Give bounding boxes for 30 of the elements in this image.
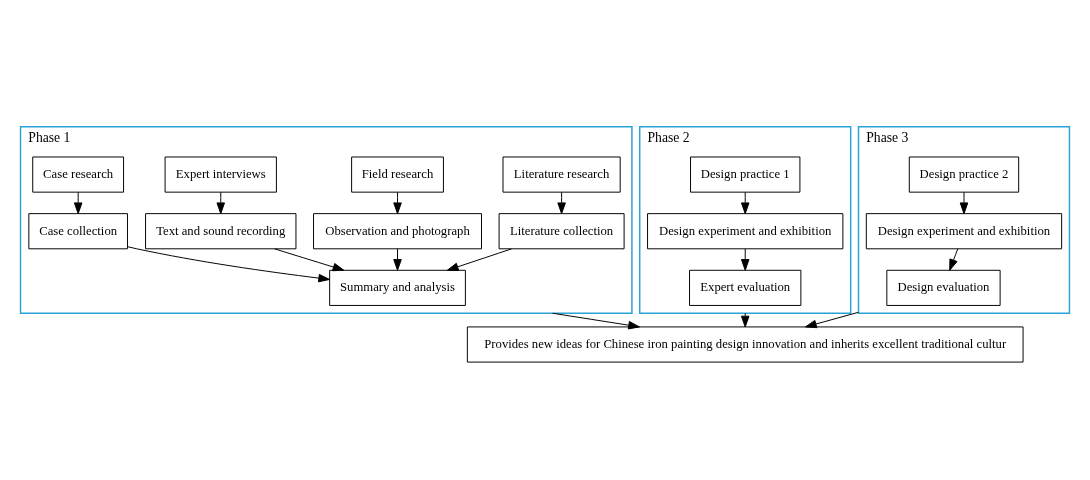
node-box: Case collection	[28, 212, 128, 249]
arrow	[393, 191, 402, 214]
node-box: Summary and analysis	[329, 269, 466, 306]
arrow	[446, 247, 512, 271]
node-box: Provides new ideas for Chinese iron painting design innovation and inherits excellent traditional cultur	[466, 325, 1024, 363]
node-box: Design evaluation	[886, 269, 1001, 306]
node-box: Literature collection	[498, 212, 625, 249]
node-box: Text and sound recording	[145, 212, 297, 249]
node-box: Design practice 1	[690, 156, 801, 193]
node-box: Observation and photograph	[313, 212, 482, 249]
node-box: Expert interviews	[164, 156, 277, 193]
arrow	[274, 247, 345, 271]
arrow	[557, 191, 566, 214]
arrow	[393, 247, 402, 271]
node-box: Expert evaluation	[689, 269, 802, 306]
arrow	[740, 191, 750, 214]
arrow	[805, 311, 859, 328]
arrow	[949, 247, 959, 271]
node-box: Field research	[351, 156, 444, 193]
node-box: Design experiment and exhibition	[865, 212, 1063, 249]
arrow	[216, 191, 225, 214]
arrow	[127, 245, 331, 282]
arrow	[959, 191, 969, 214]
node-box: Literature research	[502, 156, 621, 193]
arrow	[740, 312, 750, 327]
node-box: Design practice 2	[908, 156, 1020, 193]
node-box: Design experiment and exhibition	[647, 212, 844, 249]
node-box: Case research	[32, 156, 125, 193]
arrow	[73, 191, 83, 214]
arrow	[740, 247, 750, 271]
